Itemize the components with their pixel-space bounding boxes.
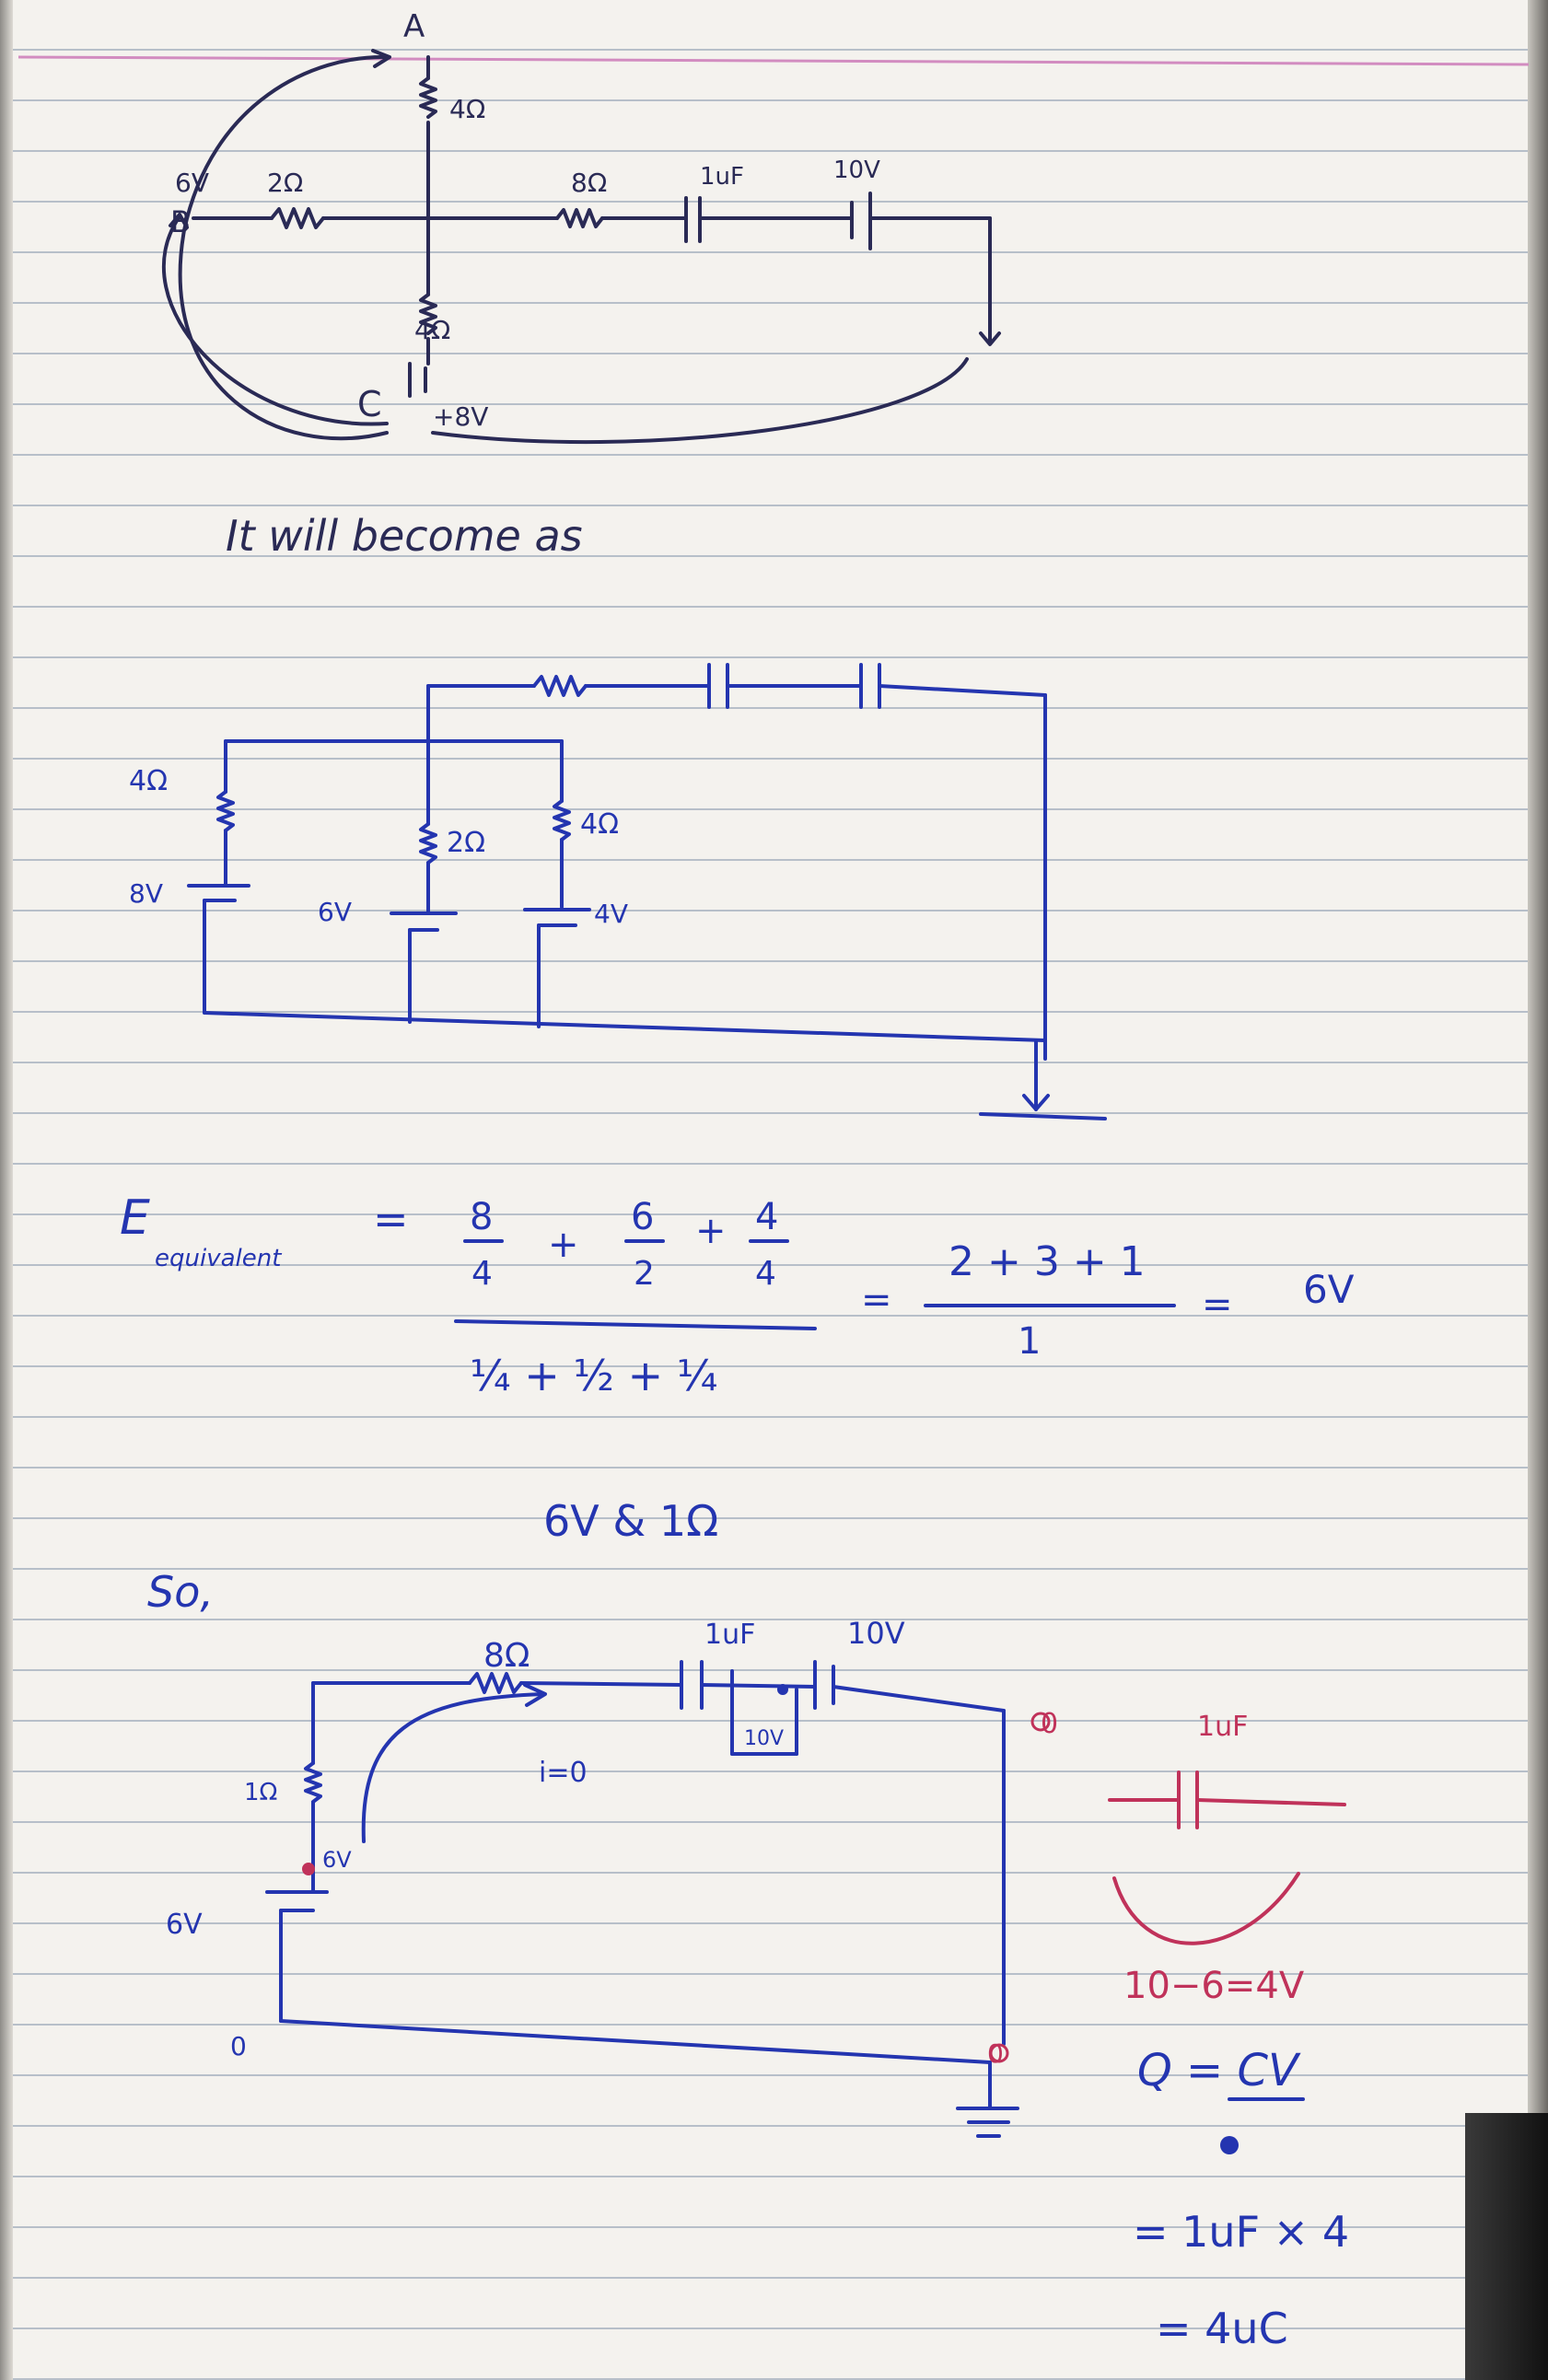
equals-1: = xyxy=(373,1194,409,1244)
label-r1: 4Ω xyxy=(129,765,168,797)
equation-denominator: ¼ + ½ + ¼ xyxy=(470,1351,717,1400)
node-a-label: A xyxy=(403,8,425,45)
current-arrow xyxy=(361,1692,545,1843)
mid-denominator: 1 xyxy=(1018,1320,1041,1363)
side-diff: 10−6=4V xyxy=(1123,1965,1305,2007)
equals-3: = xyxy=(1202,1283,1233,1326)
resistor-2ohm xyxy=(270,207,325,229)
node-6v-dot xyxy=(302,1863,315,1875)
equals-2: = xyxy=(861,1279,892,1321)
terminal-top-icon xyxy=(1030,1712,1051,1732)
label-r-bottom: 4Ω xyxy=(414,315,450,345)
terminal-bottom-icon xyxy=(989,2043,1009,2063)
middle-circuit: 4Ω 8V 2Ω 6V 4Ω 4V xyxy=(129,663,1107,1120)
page-edge-right xyxy=(1528,0,1548,2380)
node-c-label: C xyxy=(357,384,382,424)
resistor-8ohm-bottom xyxy=(468,1672,523,1694)
caption-text: It will become as xyxy=(226,511,583,561)
curve-c-to-ground xyxy=(431,357,969,445)
label-current: i=0 xyxy=(539,1757,588,1789)
label-r3: 4Ω xyxy=(580,808,619,841)
label-v2: 6V xyxy=(318,897,352,927)
equivalent-summary: 6V & 1Ω xyxy=(543,1496,718,1546)
page-edge-left xyxy=(0,0,13,2380)
resistor-1ohm xyxy=(304,1761,322,1804)
equation-lhs: E xyxy=(120,1190,150,1246)
side-q-eq: Q = CV xyxy=(1137,2045,1301,2096)
n3: 4 xyxy=(755,1196,778,1238)
plus-2: + xyxy=(695,1210,727,1252)
label-r-left: 2Ω xyxy=(267,168,303,198)
cancel-mark-icon xyxy=(1220,2136,1239,2154)
label-v-left: 6V xyxy=(175,168,209,198)
node-b-label: B xyxy=(170,204,191,239)
label-r2: 2Ω xyxy=(447,827,485,859)
resistor-4ohm-right xyxy=(553,799,571,842)
arrow-head-b-icon xyxy=(169,213,189,229)
equivalent-emf-equation: E equivalent = 8 4 + 6 2 + 4 4 ¼ + ½ + ¼… xyxy=(120,1190,1355,1546)
resistor-series-mid xyxy=(532,675,588,697)
label-emf: 6V xyxy=(166,1909,203,1941)
side-step2: = 4uC xyxy=(1156,2304,1288,2353)
label-v-cap: 10V xyxy=(833,157,880,184)
current-arrow-head-icon xyxy=(523,1683,547,1707)
side-step1: = 1uF × 4 xyxy=(1133,2207,1349,2257)
label-v3: 4V xyxy=(594,899,628,929)
label-r-series: 8Ω xyxy=(483,1637,530,1675)
d3: 4 xyxy=(755,1255,776,1293)
side-note: 1uF 10−6=4V Q = CV = 1uF × 4 = 4uC xyxy=(1108,1711,1349,2353)
resistor-2ohm-mid xyxy=(419,822,437,865)
curve-c-to-a xyxy=(178,54,389,441)
resistor-4ohm-bottom xyxy=(419,293,437,335)
plus-1: + xyxy=(548,1224,579,1266)
curve-b-to-c xyxy=(161,215,389,426)
side-cap-label: 1uF xyxy=(1197,1711,1248,1743)
n1: 8 xyxy=(470,1196,493,1238)
label-cap: 1uF xyxy=(700,163,744,191)
equation-result: 6V xyxy=(1303,1267,1355,1312)
side-curve xyxy=(1112,1872,1300,1945)
label-r-mid: 8Ω xyxy=(571,168,607,198)
label-r-int: 1Ω xyxy=(244,1779,277,1806)
label-v-c: +8V xyxy=(433,401,488,432)
top-circuit: A B C 4Ω 2Ω 6V 8Ω 1uF 10V 4Ω +8V xyxy=(161,8,1001,445)
d2: 2 xyxy=(634,1255,655,1293)
resistor-4ohm-top xyxy=(419,76,437,119)
mid-numerator: 2 + 3 + 1 xyxy=(949,1238,1146,1285)
label-v1: 8V xyxy=(129,878,163,909)
label-cap-bottom: 1uF xyxy=(704,1619,755,1651)
equation-lhs-sub: equivalent xyxy=(155,1245,282,1272)
arrow-head-icon xyxy=(371,49,391,68)
node-dot xyxy=(777,1684,788,1695)
label-r-top: 4Ω xyxy=(449,94,485,124)
resistor-4ohm-left xyxy=(216,790,235,832)
so-label: So, xyxy=(147,1567,214,1617)
n2: 6 xyxy=(631,1196,654,1238)
label-v-source: 10V xyxy=(847,1616,905,1651)
label-zero-right-top: 0 xyxy=(1041,1708,1058,1740)
desk-background xyxy=(1465,2113,1548,2380)
bottom-circuit: 8Ω 1uF 10V 10V i=0 1Ω 6V 6V 0 0 0 xyxy=(166,1616,1058,2138)
ground-icon xyxy=(1022,1094,1050,1111)
label-zero-right-bottom: 0 xyxy=(987,2038,1004,2069)
label-zero-left: 0 xyxy=(230,2031,247,2061)
label-node-v: 6V xyxy=(322,1847,352,1873)
top-margin-line xyxy=(17,55,1530,66)
label-v-mid: 10V xyxy=(744,1727,784,1750)
d1: 4 xyxy=(471,1255,493,1293)
resistor-8ohm xyxy=(555,208,604,228)
ground-arrow-icon xyxy=(979,331,1001,346)
